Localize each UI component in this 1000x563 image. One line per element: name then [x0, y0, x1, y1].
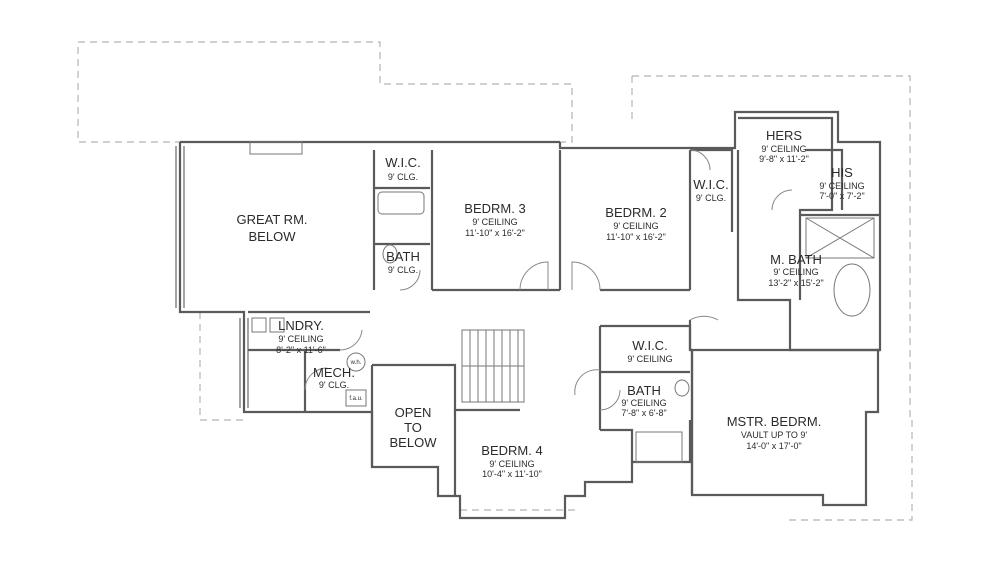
interior-walls: [248, 116, 880, 497]
bathtub-left: [377, 191, 425, 215]
fireplace: [249, 141, 303, 155]
mech-label: MECH.: [313, 365, 355, 380]
master-bath-ceiling: 9' CEILING: [773, 267, 818, 277]
mech-ceiling: 9' CLG.: [319, 380, 349, 390]
laundry-ceiling: 9' CEILING: [278, 334, 323, 344]
furnace-label: f.a.u.: [349, 396, 363, 402]
his-ceiling: 9' CEILING: [819, 181, 864, 191]
fixtures: [249, 141, 875, 463]
room-bedrm2: BEDRM. 2 9' CEILING 11'-10" x 16'-2": [605, 205, 666, 242]
room-bedrm4: BEDRM. 4 9' CEILING 10'-4" x 11'-10": [481, 443, 542, 479]
bath-mid-size: 7'-8" x 6'-8": [621, 408, 666, 418]
wic-top-label: W.I.C.: [385, 155, 420, 170]
bedrm3-size: 11'-10" x 16'-2": [465, 228, 525, 238]
hers-label: HERS: [766, 128, 802, 143]
bath-left-label: BATH: [386, 249, 420, 264]
room-bedrm3: BEDRM. 3 9' CEILING 11'-10" x 16'-2": [464, 201, 525, 238]
great-room-label-2: BELOW: [249, 229, 297, 244]
master-bath-size: 13'-2" x 15'-2": [768, 278, 823, 288]
mid-shower: [635, 431, 683, 463]
bedrm4-ceiling: 9' CEILING: [489, 459, 534, 469]
wic-top-ceiling: 9' CLG.: [388, 172, 418, 182]
door-swings: [304, 149, 793, 411]
wic-bed2-label: W.I.C.: [693, 177, 728, 192]
wic-mid-label: W.I.C.: [632, 338, 667, 353]
laundry-size: 8'-2" x 11'-6": [276, 345, 326, 355]
water-heater: [346, 352, 366, 372]
bedrm2-label: BEDRM. 2: [605, 205, 666, 220]
his-label: HIS: [831, 165, 853, 180]
room-wic-mid: W.I.C. 9' CEILING: [627, 338, 672, 364]
room-open-below: OPEN TO BELOW: [390, 405, 438, 450]
open-below-label-2: TO: [404, 420, 422, 435]
master-bedrm-label: MSTR. BEDRM.: [727, 414, 822, 429]
room-his: HIS 9' CEILING 7'-0" x 7'-2": [819, 165, 864, 201]
staircase: [461, 329, 525, 403]
roof-outline-dashed: [77, 41, 913, 521]
bedrm2-size: 11'-10" x 16'-2": [606, 232, 666, 242]
great-room-label-1: GREAT RM.: [236, 212, 307, 227]
room-great-room: GREAT RM. BELOW: [236, 212, 307, 244]
furnace: [345, 389, 367, 407]
master-tub: [833, 263, 871, 317]
room-mech: MECH. 9' CLG. w.h. f.a.u.: [313, 360, 363, 402]
bath-mid-ceiling: 9' CEILING: [621, 398, 666, 408]
dryer: [269, 317, 285, 333]
laundry-label: LNDRY.: [278, 318, 324, 333]
room-wic-top: W.I.C. 9' CLG.: [385, 155, 420, 182]
bedrm3-label: BEDRM. 3: [464, 201, 525, 216]
room-bath-mid: BATH 9' CEILING 7'-8" x 6'-8": [621, 383, 666, 418]
hers-ceiling: 9' CEILING: [761, 144, 806, 154]
bedrm3-ceiling: 9' CEILING: [472, 217, 517, 227]
his-size: 7'-0" x 7'-2": [819, 191, 864, 201]
bedrm4-size: 10'-4" x 11'-10": [482, 469, 542, 479]
washer: [251, 317, 267, 333]
toilet-mid: [674, 379, 690, 397]
master-bedrm-ceiling: VAULT UP TO 9': [741, 430, 808, 440]
wic-bed2-ceiling: 9' CLG.: [696, 193, 726, 203]
room-wic-bed2: W.I.C. 9' CLG.: [693, 177, 728, 203]
open-below-label-1: OPEN: [395, 405, 432, 420]
master-shower: [805, 217, 875, 259]
bath-mid-label: BATH: [627, 383, 661, 398]
room-hers: HERS 9' CEILING 9'-8" x 11'-2": [759, 128, 809, 164]
room-bath-left: BATH 9' CLG.: [386, 249, 420, 275]
bath-left-ceiling: 9' CLG.: [388, 265, 418, 275]
room-master-bedrm: MSTR. BEDRM. VAULT UP TO 9' 14'-0" x 17'…: [727, 414, 822, 451]
hers-size: 9'-8" x 11'-2": [759, 154, 809, 164]
room-laundry: LNDRY. 9' CEILING 8'-2" x 11'-6": [276, 318, 326, 355]
bedrm2-ceiling: 9' CEILING: [613, 221, 658, 231]
toilet-left: [382, 244, 398, 264]
water-heater-label: w.h.: [350, 360, 362, 366]
room-master-bath: M. BATH 9' CEILING 13'-2" x 15'-2": [768, 252, 823, 288]
open-below-label-3: BELOW: [390, 435, 438, 450]
wic-mid-ceiling: 9' CEILING: [627, 354, 672, 364]
master-bath-label: M. BATH: [770, 252, 822, 267]
master-bedrm-size: 14'-0" x 17'-0": [746, 441, 801, 451]
bedrm4-label: BEDRM. 4: [481, 443, 542, 458]
